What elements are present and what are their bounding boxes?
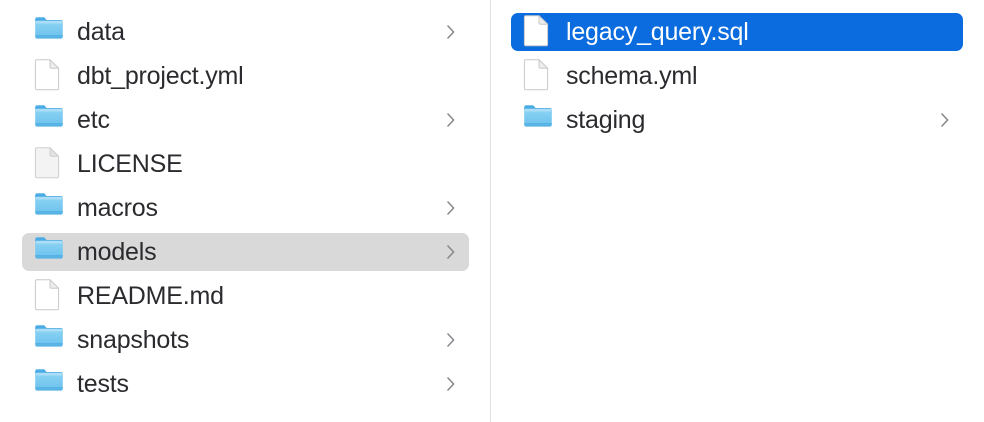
list-item-label: data bbox=[77, 17, 125, 46]
folder-icon bbox=[523, 103, 553, 137]
list-item-label: staging bbox=[566, 105, 646, 134]
list-item-label: schema.yml bbox=[566, 61, 698, 90]
folder-icon bbox=[34, 191, 64, 225]
list-item[interactable]: dbt_project.yml bbox=[0, 54, 490, 98]
list-item[interactable]: etc bbox=[0, 98, 490, 142]
list-item-label: models bbox=[77, 237, 157, 266]
list-item[interactable]: README.md bbox=[0, 274, 490, 318]
list-item[interactable]: staging bbox=[491, 98, 984, 142]
list-item-label: README.md bbox=[77, 281, 224, 310]
chevron-spacer bbox=[445, 67, 457, 85]
list-item[interactable]: data bbox=[0, 10, 490, 54]
list-item-label: dbt_project.yml bbox=[77, 61, 244, 90]
folder-icon bbox=[34, 323, 64, 357]
folder-icon bbox=[34, 367, 64, 401]
chevron-right-icon[interactable] bbox=[939, 111, 951, 129]
list-item-label: tests bbox=[77, 369, 129, 398]
list-item-label: etc bbox=[77, 105, 110, 134]
list-item-row[interactable]: data bbox=[22, 13, 469, 51]
list-item-row[interactable]: tests bbox=[22, 365, 469, 403]
chevron-spacer bbox=[939, 67, 951, 85]
document-icon bbox=[523, 15, 553, 49]
list-item-selected[interactable]: models bbox=[22, 233, 469, 271]
list-item-row[interactable]: LICENSE bbox=[22, 145, 469, 183]
list-item-row[interactable]: README.md bbox=[22, 277, 469, 315]
chevron-spacer bbox=[445, 287, 457, 305]
folder-icon bbox=[34, 103, 64, 137]
list-item-label: snapshots bbox=[77, 325, 190, 354]
chevron-right-icon[interactable] bbox=[445, 243, 457, 261]
list-item-row[interactable]: dbt_project.yml bbox=[22, 57, 469, 95]
list-item[interactable]: legacy_query.sql bbox=[491, 10, 984, 54]
list-item-label: legacy_query.sql bbox=[566, 17, 749, 46]
chevron-right-icon[interactable] bbox=[445, 375, 457, 393]
list-item-label: macros bbox=[77, 193, 158, 222]
chevron-spacer bbox=[445, 155, 457, 173]
document-icon bbox=[523, 59, 553, 93]
chevron-spacer bbox=[939, 23, 951, 41]
folder-icon bbox=[34, 235, 64, 269]
list-item[interactable]: schema.yml bbox=[491, 54, 984, 98]
folder-icon bbox=[34, 15, 64, 49]
chevron-right-icon[interactable] bbox=[445, 199, 457, 217]
chevron-right-icon[interactable] bbox=[445, 111, 457, 129]
chevron-right-icon[interactable] bbox=[445, 331, 457, 349]
list-item-label: LICENSE bbox=[77, 149, 183, 178]
list-item[interactable]: snapshots bbox=[0, 318, 490, 362]
list-item-selected[interactable]: legacy_query.sql bbox=[511, 13, 963, 51]
list-item[interactable]: tests bbox=[0, 362, 490, 406]
list-item-row[interactable]: macros bbox=[22, 189, 469, 227]
list-item[interactable]: models bbox=[0, 230, 490, 274]
list-item-row[interactable]: etc bbox=[22, 101, 469, 139]
document-icon bbox=[34, 59, 64, 93]
list-item-row[interactable]: staging bbox=[511, 101, 963, 139]
list-item[interactable]: LICENSE bbox=[0, 142, 490, 186]
list-item[interactable]: macros bbox=[0, 186, 490, 230]
list-item-row[interactable]: snapshots bbox=[22, 321, 469, 359]
document-plain-icon bbox=[34, 147, 64, 181]
finder-column-2[interactable]: legacy_query.sql schema.yml staging bbox=[491, 0, 984, 422]
document-icon bbox=[34, 279, 64, 313]
list-item-row[interactable]: schema.yml bbox=[511, 57, 963, 95]
chevron-right-icon[interactable] bbox=[445, 23, 457, 41]
